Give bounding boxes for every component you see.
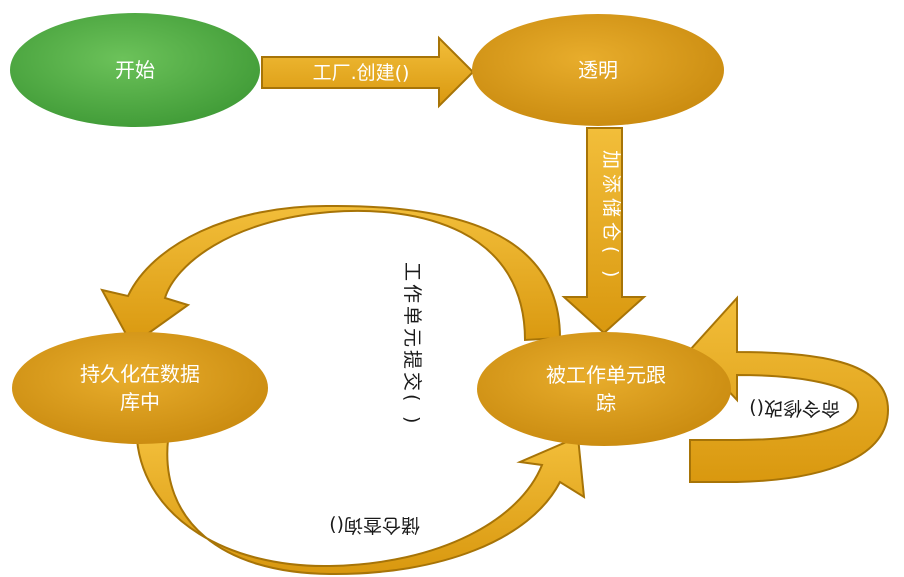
node-persisted-label-line2: 库中 (120, 390, 160, 414)
arrow-commit-unit-of-work (100, 204, 562, 347)
node-tracked-label-line2: 踪 (596, 391, 616, 415)
svg-text:加添储仓(): 加添储仓() (600, 150, 622, 277)
arrow-add-repository (561, 127, 647, 335)
node-start-label: 开始 (115, 58, 155, 82)
arrow-repository-query (135, 435, 586, 576)
node-transparent-label: 透明 (578, 58, 618, 82)
node-transparent: 透明 (472, 14, 724, 126)
edge-label-repository-query: 储仓查询() (329, 514, 420, 536)
node-persisted-label: 持久化在数据 (80, 362, 200, 386)
node-tracked-label: 被工作单元跟 (546, 363, 666, 387)
node-persisted: 持久化在数据 库中 (12, 332, 268, 444)
svg-text:储仓查询(): 储仓查询() (329, 514, 420, 536)
svg-text:工作单元提交(): 工作单元提交() (401, 262, 423, 423)
arrow-modify-command (688, 295, 890, 483)
node-start: 开始 (10, 13, 260, 127)
node-tracked: 被工作单元跟 踪 (477, 332, 731, 446)
arrow-factory-create (261, 35, 475, 109)
svg-text:命令修改(): 命令修改() (749, 397, 840, 419)
edge-label-add-repository: 加添储仓() (600, 150, 622, 277)
edge-label-modify-command: 命令修改() (749, 397, 840, 419)
edge-label-factory-create: 工厂.创建() (313, 62, 410, 84)
edge-label-commit-unit-of-work: 工作单元提交() (401, 262, 423, 423)
